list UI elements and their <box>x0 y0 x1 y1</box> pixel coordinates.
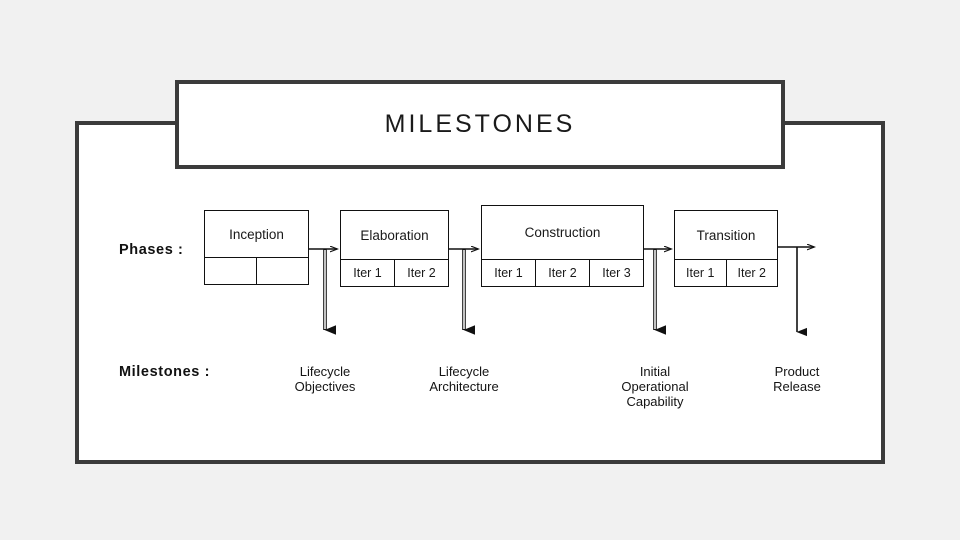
phase-box-construction[interactable]: Construction Iter 1 Iter 2 Iter 3 <box>481 205 644 287</box>
milestone-caption-lifecycle-objectives: Lifecycle Objectives <box>295 364 356 394</box>
iteration-cell: Iter 2 <box>394 260 448 286</box>
iteration-cell <box>205 258 256 284</box>
iteration-row-construction: Iter 1 Iter 2 Iter 3 <box>482 259 643 286</box>
diagram-outer-frame <box>75 121 885 464</box>
iteration-cell <box>256 258 308 284</box>
milestones-row-label: Milestones : <box>119 364 210 380</box>
phase-title-transition: Transition <box>696 227 756 243</box>
phase-box-inception[interactable]: Inception <box>204 210 309 285</box>
milestone-line: Capability <box>626 394 684 409</box>
phases-row-label: Phases : <box>119 242 184 258</box>
iteration-cell: Iter 2 <box>725 260 778 286</box>
milestone-line: Initial <box>639 364 671 379</box>
phase-box-transition[interactable]: Transition Iter 1 Iter 2 <box>674 210 778 287</box>
iteration-cell: Iter 2 <box>535 260 589 286</box>
milestone-caption-product-release: Product Release <box>773 364 821 394</box>
milestone-caption-lifecycle-architecture: Lifecycle Architecture <box>429 364 498 394</box>
iteration-row-elaboration: Iter 1 Iter 2 <box>341 259 448 286</box>
iteration-row-transition: Iter 1 Iter 2 <box>675 259 777 286</box>
iteration-cell: Iter 1 <box>353 266 382 280</box>
phase-title-construction: Construction <box>524 225 601 240</box>
milestone-line: Product <box>774 364 820 379</box>
iteration-cell: Iter 1 <box>494 266 523 280</box>
phase-title-elaboration: Elaboration <box>360 227 429 243</box>
iteration-cell: Iter 1 <box>686 266 715 280</box>
phase-title-inception: Inception <box>229 226 284 242</box>
iteration-cell: Iter 3 <box>589 260 643 286</box>
milestone-line: Operational <box>621 379 689 394</box>
phase-box-elaboration[interactable]: Elaboration Iter 1 Iter 2 <box>340 210 449 287</box>
milestone-line: Release <box>773 379 821 394</box>
page-title: MILESTONES <box>384 110 576 138</box>
milestone-line: Lifecycle <box>438 364 490 379</box>
title-banner: MILESTONES <box>175 80 785 169</box>
milestone-caption-initial-operational-capability: Initial Operational Capability <box>621 364 688 409</box>
milestone-line: Architecture <box>429 379 499 394</box>
milestone-line: Lifecycle <box>299 364 351 379</box>
iteration-row-inception <box>205 257 308 284</box>
milestone-line: Objectives <box>294 379 356 394</box>
